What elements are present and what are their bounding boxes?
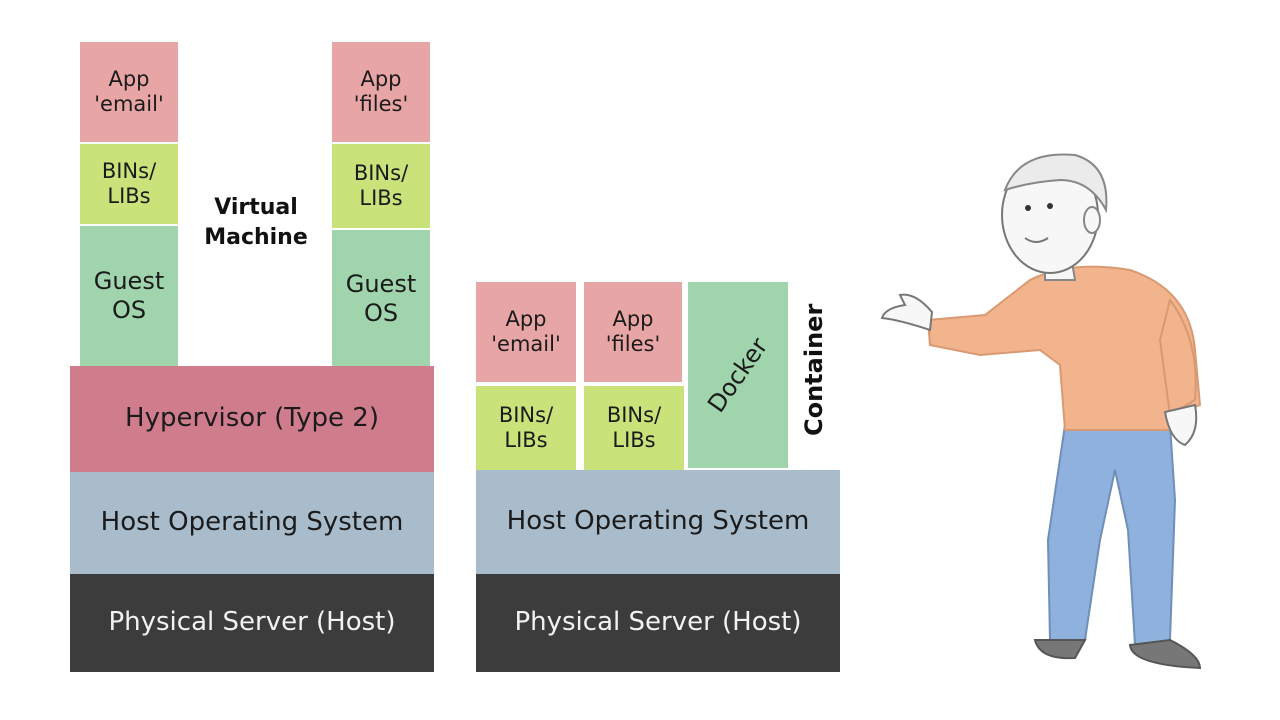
vm-guest-os-left-block: Guest OS bbox=[80, 226, 178, 366]
vm-guest-left-line1: Guest bbox=[93, 267, 165, 296]
vm-guest-os-right-block: Guest OS bbox=[332, 230, 430, 368]
vm-app-files-line1: App bbox=[360, 66, 402, 91]
vm-app-files-line2: 'files' bbox=[353, 92, 409, 116]
vm-guest-left-line2: OS bbox=[111, 296, 147, 324]
vm-app-files-block: App 'files' bbox=[332, 42, 430, 142]
container-app-email-line2: 'email' bbox=[491, 332, 561, 356]
container-bins-right-line1: BINs/ bbox=[606, 402, 662, 427]
vm-guest-right-line2: OS bbox=[363, 299, 399, 327]
vm-bins-libs-left-block: BINs/ LIBs bbox=[80, 144, 178, 224]
container-bins-left-line2: LIBs bbox=[504, 428, 548, 452]
vm-bins-right-line1: BINs/ bbox=[353, 160, 409, 185]
vm-bins-left-line2: LIBs bbox=[107, 184, 151, 208]
container-physical-server-label: Physical Server (Host) bbox=[514, 607, 802, 638]
vm-bins-libs-right-block: BINs/ LIBs bbox=[332, 144, 430, 228]
container-bins-libs-right-block: BINs/ LIBs bbox=[584, 386, 684, 470]
vm-app-email-line1: App bbox=[108, 66, 150, 91]
presenter-person-icon bbox=[880, 153, 1202, 670]
container-app-files-block: App 'files' bbox=[584, 282, 682, 382]
vm-physical-server-block: Physical Server (Host) bbox=[70, 574, 434, 672]
vm-host-os-block: Host Operating System bbox=[70, 472, 434, 574]
container-app-files-line1: App bbox=[612, 306, 654, 331]
vm-host-os-label: Host Operating System bbox=[100, 507, 404, 538]
vm-guest-right-line1: Guest bbox=[345, 270, 417, 299]
vm-bins-left-line1: BINs/ bbox=[101, 158, 157, 183]
container-app-email-line1: App bbox=[505, 306, 547, 331]
container-bins-left-line1: BINs/ bbox=[498, 402, 554, 427]
vm-bins-right-line2: LIBs bbox=[359, 186, 403, 210]
virtual-machine-label-line2: Machine bbox=[204, 224, 308, 250]
docker-engine-block: Docker bbox=[688, 282, 788, 468]
vm-app-email-line2: 'email' bbox=[94, 92, 164, 116]
container-bins-right-line2: LIBs bbox=[612, 428, 656, 452]
container-label: Container bbox=[800, 303, 828, 436]
container-host-os-label: Host Operating System bbox=[506, 506, 810, 537]
vm-physical-server-label: Physical Server (Host) bbox=[108, 607, 396, 638]
virtual-machine-label-line1: Virtual bbox=[214, 195, 298, 220]
vm-app-email-block: App 'email' bbox=[80, 42, 178, 142]
virtual-machine-label: Virtual Machine bbox=[186, 193, 326, 252]
container-app-files-line2: 'files' bbox=[605, 332, 661, 356]
hypervisor-label: Hypervisor (Type 2) bbox=[125, 403, 379, 434]
container-physical-server-block: Physical Server (Host) bbox=[476, 574, 840, 672]
container-bins-libs-left-block: BINs/ LIBs bbox=[476, 386, 576, 470]
container-app-email-block: App 'email' bbox=[476, 282, 576, 382]
container-host-os-block: Host Operating System bbox=[476, 470, 840, 574]
docker-label: Docker bbox=[702, 332, 774, 418]
hypervisor-block: Hypervisor (Type 2) bbox=[70, 366, 434, 472]
